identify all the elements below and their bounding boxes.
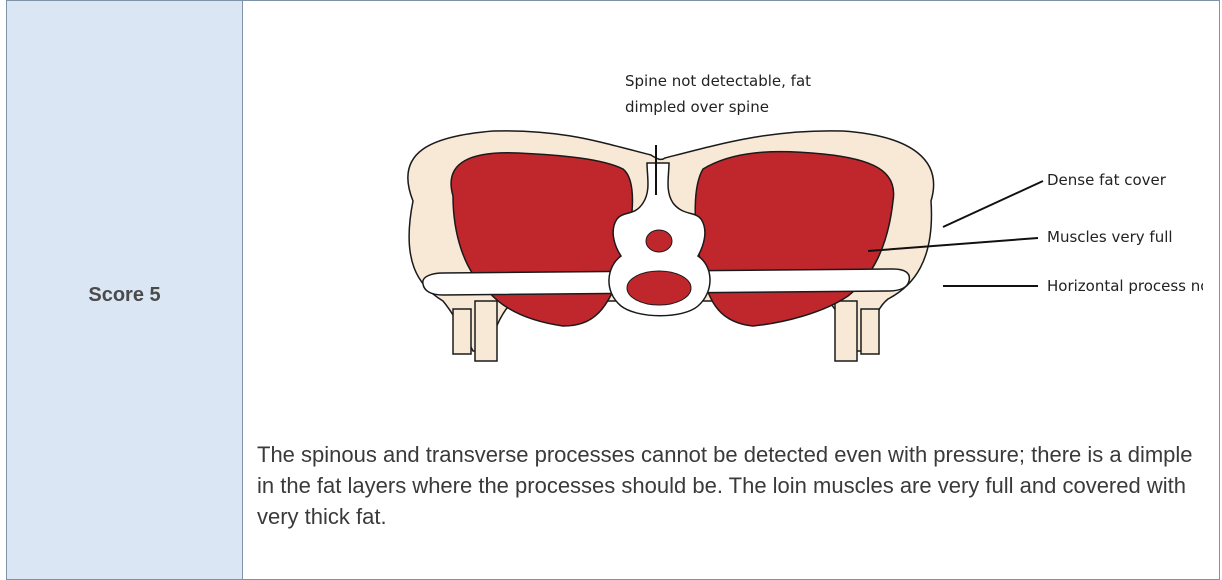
muscles-label: Muscles very full [1047,228,1173,246]
condition-score-table: Score 5 [6,0,1220,580]
spine-label-line2: dimpled over spine [625,98,769,116]
score-description: The spinous and transverse processes can… [257,439,1197,532]
right-leg-bone-outer [861,309,879,354]
fat-label: Dense fat cover [1047,171,1167,189]
score-cell: Score 5 [7,1,243,579]
left-leg-bone-outer [453,309,471,354]
score-label: Score 5 [88,284,160,307]
spine-label-line1: Spine not detectable, fat [625,72,811,90]
fat-leader-line [943,181,1043,227]
spinal-canal [646,230,672,252]
right-leg-bone [835,301,857,361]
left-leg-bone [475,301,497,361]
loin-cross-section-diagram: Spine not detectable, fat dimpled over s… [303,51,1203,391]
vertebral-body [627,271,691,305]
process-label: Horizontal process not detectable [1047,277,1203,295]
content-cell: Spine not detectable, fat dimpled over s… [243,1,1219,579]
